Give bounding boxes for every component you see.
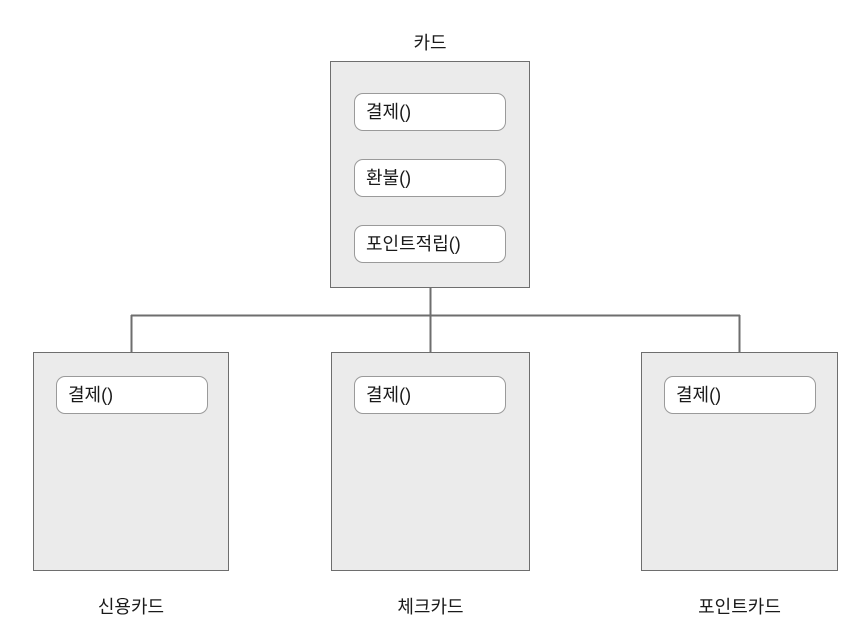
node-child-check-card[interactable]: 결제() [331, 352, 530, 571]
method-pill[interactable]: 결제() [354, 93, 506, 131]
method-pill[interactable]: 결제() [56, 376, 208, 414]
parent-node-label: 카드 [413, 33, 447, 53]
method-pill[interactable]: 포인트적립() [354, 225, 506, 263]
child-node-label: 포인트카드 [698, 597, 781, 617]
node-child-credit-card[interactable]: 결제() [33, 352, 229, 571]
method-pill[interactable]: 결제() [354, 376, 506, 414]
node-child-point-card[interactable]: 결제() [641, 352, 838, 571]
method-pill[interactable]: 환불() [354, 159, 506, 197]
child-node-label: 신용카드 [97, 597, 165, 617]
child-node-label: 체크카드 [397, 597, 464, 617]
node-parent-card[interactable]: 결제() 환불() 포인트적립() [330, 61, 530, 288]
method-pill[interactable]: 결제() [664, 376, 816, 414]
